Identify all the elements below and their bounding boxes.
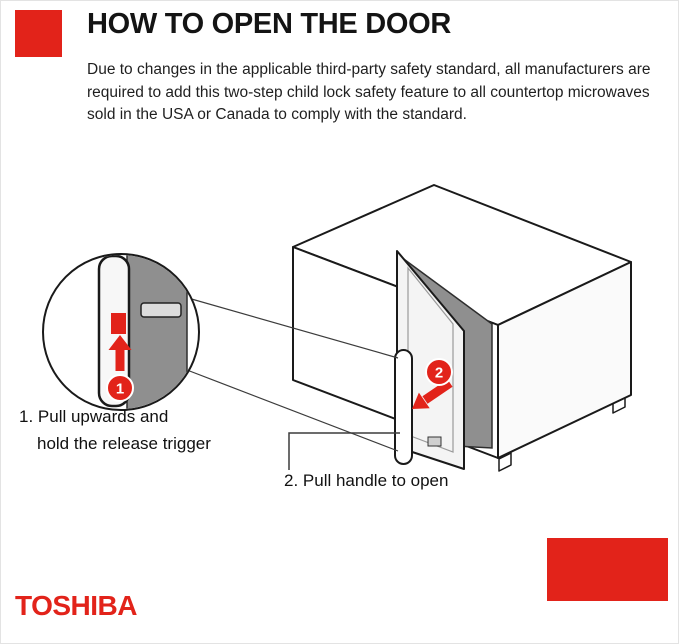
step2-badge-number: 2: [435, 365, 443, 382]
step1-text-line2: hold the release trigger: [37, 434, 211, 453]
step1-badge: 1: [106, 374, 134, 402]
safety-standard-description: Due to changes in the applicable third-p…: [87, 61, 651, 123]
brand-accent-square: [15, 10, 62, 57]
door-handle: [394, 349, 413, 465]
door-latch: [427, 436, 442, 447]
zoom-latch-pin: [140, 302, 182, 318]
magnifier-inset: 1: [42, 253, 200, 411]
step2-badge: 2: [425, 358, 453, 386]
magnifier-leader-lines: [180, 295, 399, 452]
open-door: [394, 250, 465, 470]
magnifier-leader-bottom: [186, 369, 399, 452]
pull-open-arrow: [412, 379, 453, 409]
release-trigger: [111, 313, 126, 334]
toshiba-wordmark: TOSHIBA: [15, 590, 138, 621]
zoom-door-edge: [126, 255, 188, 409]
step1-instruction: 1. Pull upwards and hold the release tri…: [19, 403, 211, 457]
magnifier-leader-top: [180, 295, 399, 359]
pull-up-arrow: [108, 335, 132, 371]
step2-instruction: 2. Pull handle to open: [284, 471, 449, 490]
step2-leader-line: [288, 432, 400, 470]
page-title: HOW TO OPEN THE DOOR: [87, 8, 452, 40]
step1-badge-number: 1: [116, 381, 124, 398]
brand-accent-rectangle: [547, 538, 668, 601]
step1-text-line1: 1. Pull upwards and: [19, 407, 169, 426]
microwave-foot-front: [498, 452, 512, 472]
